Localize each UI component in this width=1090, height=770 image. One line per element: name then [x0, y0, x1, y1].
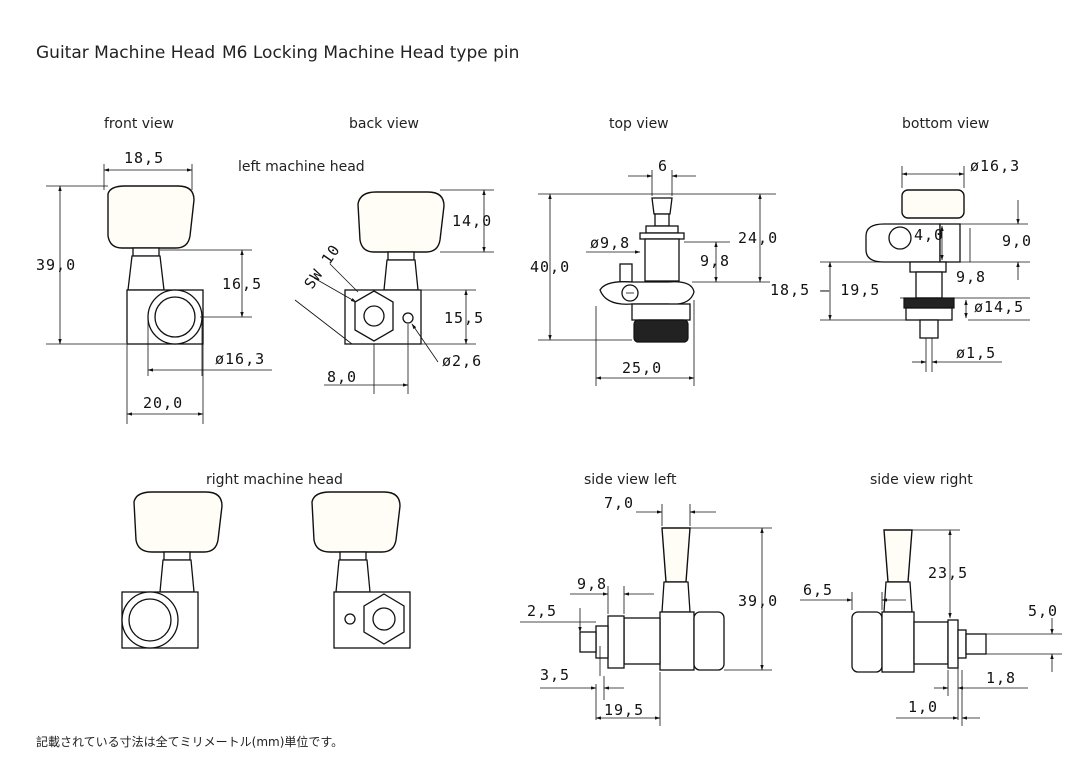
dim-side-left-c: 3,5 — [540, 666, 570, 684]
dim-front-width: 20,0 — [143, 394, 183, 412]
label-back-view: back view — [349, 116, 419, 132]
back-view-drawing — [294, 189, 494, 394]
label-top-view: top view — [609, 116, 669, 132]
dim-back-wrench: SW 10 — [301, 241, 345, 292]
drawing-subtitle: M6 Locking Machine Head type pin — [222, 43, 519, 63]
dim-front-height: 39,0 — [36, 256, 76, 274]
dim-bottom-pin: ø1,5 — [956, 344, 996, 362]
footnote-units: 記載されている寸法は全てミリメートル(mm)単位です。 — [36, 734, 343, 749]
dim-front-post: 16,5 — [222, 275, 262, 293]
dim-bottom-flange: ø14,5 — [974, 298, 1024, 316]
dim-top-range: 18,5 – 19,5 — [770, 281, 880, 299]
dim-top-washer: ø9,8 — [590, 234, 630, 252]
dim-back-hole: 15,5 — [444, 309, 484, 327]
side-view-left-drawing — [520, 504, 772, 726]
label-right-machine-head: right machine head — [206, 472, 343, 488]
dim-top-height: 40,0 — [530, 258, 570, 276]
dim-side-right-c: 1,8 — [986, 669, 1016, 687]
dim-bottom-d1: 4,0 — [914, 226, 944, 244]
dim-side-left-top: 7,0 — [604, 494, 634, 512]
side-view-right-drawing — [800, 529, 1062, 726]
dim-back-pin: ø2,6 — [442, 352, 482, 370]
dim-side-right-d: 1,0 — [908, 698, 938, 716]
label-side-view-left: side view left — [584, 472, 677, 488]
dim-bottom-d2: 9,0 — [1002, 232, 1032, 250]
drawing-title: Guitar Machine Head — [36, 43, 215, 63]
dim-side-left-a: 9,8 — [577, 575, 607, 593]
dim-top-mid: 9,8 — [700, 252, 730, 270]
dim-side-left-d: 19,5 — [604, 701, 644, 719]
dim-side-right-a: 6,5 — [803, 581, 833, 599]
label-side-view-right: side view right — [870, 472, 973, 488]
dim-bottom-d3: 9,8 — [956, 268, 986, 286]
dim-side-left-b: 2,5 — [527, 602, 557, 620]
dim-top-upper: 24,0 — [738, 229, 778, 247]
front-view-drawing — [46, 164, 272, 424]
dim-side-right-height: 23,5 — [928, 564, 968, 582]
dim-front-bushing: ø16,3 — [215, 350, 265, 368]
dim-top-tip: 6 — [658, 157, 668, 175]
right-head-front-drawing — [121, 491, 223, 649]
dim-side-right-b: 5,0 — [1028, 602, 1058, 620]
dim-front-width-top: 18,5 — [124, 149, 164, 167]
dim-side-left-height: 39,0 — [738, 592, 778, 610]
dim-bottom-knob: ø16,3 — [970, 157, 1020, 175]
bottom-view-drawing — [820, 166, 1030, 372]
label-bottom-view: bottom view — [902, 116, 989, 132]
dim-back-knob-height: 14,0 — [452, 212, 492, 230]
dim-back-offset: 8,0 — [327, 368, 357, 386]
dim-top-width: 25,0 — [622, 359, 662, 377]
right-head-back-drawing — [311, 491, 411, 649]
label-left-machine-head: left machine head — [238, 159, 365, 175]
label-front-view: front view — [104, 116, 174, 132]
top-view-drawing — [538, 170, 776, 386]
